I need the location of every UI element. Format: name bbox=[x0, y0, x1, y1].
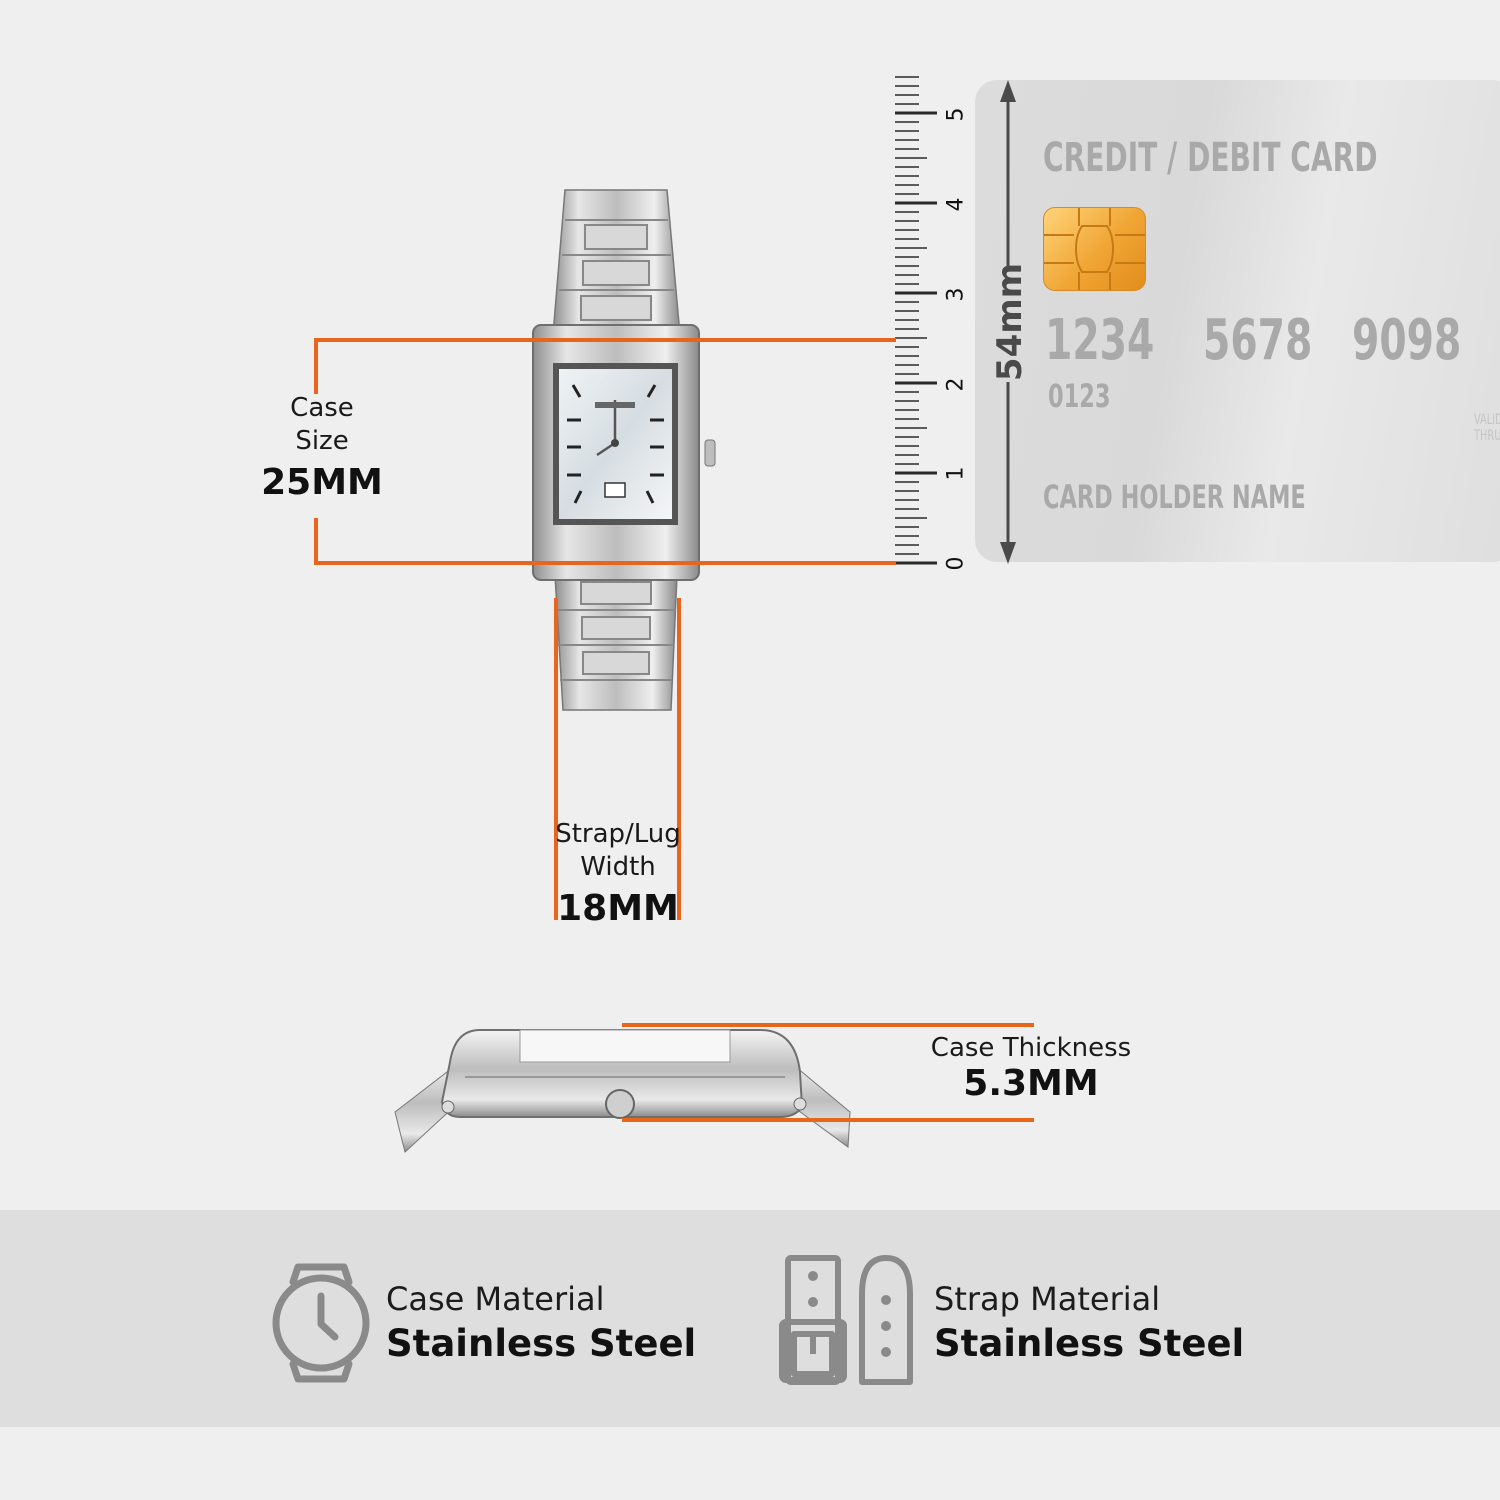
case-size-left-line-bottom bbox=[314, 518, 318, 565]
watch-outline-icon bbox=[272, 1263, 370, 1383]
case-size-top-line bbox=[314, 338, 896, 342]
credit-card-reference bbox=[975, 80, 1500, 562]
strap-width-left-line bbox=[554, 598, 558, 920]
card-valid-thru: VALID THRU bbox=[1474, 412, 1500, 444]
card-chip-icon bbox=[1043, 207, 1146, 291]
card-holder-name: CARD HOLDER NAME bbox=[1043, 478, 1306, 516]
ruler-label-2: 2 bbox=[943, 377, 969, 392]
strap-width-label-1: Strap/Lug bbox=[555, 819, 681, 849]
case-size-value: 25MM bbox=[261, 462, 383, 503]
strap-material-value: Stainless Steel bbox=[934, 1322, 1245, 1365]
materials-bar bbox=[0, 1210, 1500, 1427]
thickness-top-line bbox=[622, 1023, 1034, 1027]
strap-width-value: 18MM bbox=[557, 888, 679, 929]
ruler bbox=[895, 76, 937, 565]
card-height-label: 54mm bbox=[990, 262, 1030, 382]
card-title: CREDIT / DEBIT CARD bbox=[1043, 135, 1378, 181]
ruler-label-3: 3 bbox=[943, 287, 969, 302]
ruler-label-5: 5 bbox=[943, 107, 969, 122]
case-thickness-label: Case Thickness bbox=[930, 1033, 1132, 1063]
case-material-title: Case Material bbox=[386, 1280, 605, 1318]
strap-material-title: Strap Material bbox=[934, 1280, 1161, 1318]
card-number-2: 5678 bbox=[1203, 308, 1313, 373]
case-material-value: Stainless Steel bbox=[386, 1322, 697, 1365]
ruler-label-0: 0 bbox=[943, 556, 969, 571]
card-height-arrow bbox=[1000, 80, 1016, 564]
watch-side-image bbox=[394, 1029, 851, 1153]
case-size-label-1: Case bbox=[290, 393, 354, 423]
case-size-left-line-top bbox=[314, 338, 318, 394]
thickness-bottom-line bbox=[622, 1118, 1034, 1122]
card-small-number: 0123 bbox=[1048, 377, 1111, 415]
card-number-3: 9098 bbox=[1352, 308, 1462, 373]
card-number-1: 1234 bbox=[1045, 308, 1155, 373]
case-thickness-value: 5.3MM bbox=[963, 1063, 1099, 1104]
ruler-label-4: 4 bbox=[943, 197, 969, 212]
strap-width-label-2: Width bbox=[580, 852, 656, 882]
case-size-bottom-line bbox=[314, 561, 896, 565]
ruler-label-1: 1 bbox=[943, 466, 969, 481]
case-size-label-2: Size bbox=[295, 426, 349, 456]
strap-buckle-icon bbox=[779, 1255, 913, 1385]
strap-width-right-line bbox=[677, 598, 681, 920]
watch-front-image bbox=[532, 189, 716, 711]
